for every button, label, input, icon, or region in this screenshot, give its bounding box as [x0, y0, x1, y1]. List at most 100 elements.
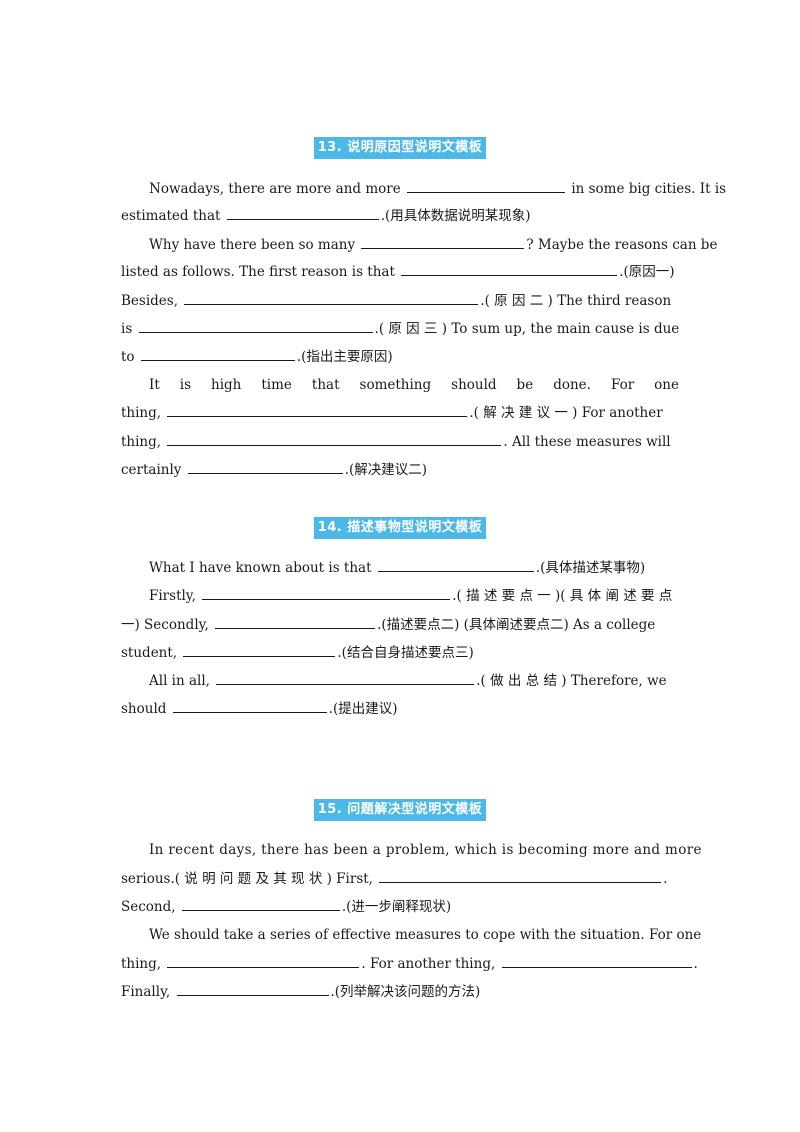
s14-l2-text-a: Firstly,	[149, 588, 196, 604]
s13-l2-text-b: .(用具体数据说明某现象)	[380, 208, 531, 224]
s14-line-6: should .(提出建议)	[121, 698, 679, 718]
s13-line-4: listed as follows. The first reason is t…	[121, 261, 679, 281]
s15-l6-text-b: .(列举解决该问题的方法)	[330, 984, 481, 1000]
s13-l3-text-a: Why have there been so many	[149, 237, 356, 253]
s15-l3-text-b: .(进一步阐释现状)	[341, 899, 452, 915]
s13-line-11: certainly .(解决建议二)	[121, 459, 679, 479]
word: high	[211, 377, 242, 393]
s13-line-9: thing, .( 解 决 建 议 一 ) For another	[121, 402, 679, 422]
s13-l6-text-a: is	[121, 321, 133, 337]
s13-l10-text-b: . All these measures will	[503, 434, 671, 450]
s13-line-8: It is high time that something should be…	[149, 375, 679, 395]
blank-field[interactable]	[184, 290, 479, 305]
blank-field[interactable]	[401, 261, 618, 276]
blank-field[interactable]	[216, 670, 475, 685]
s13-l11-text-b: .(解决建议二)	[344, 462, 428, 478]
s13-l9-text-b: .( 解 决 建 议 一 ) For another	[469, 405, 663, 421]
s15-l5-text-a: thing,	[121, 956, 162, 972]
s13-l4-text-b: .(原因一)	[619, 264, 675, 280]
s13-line-1: Nowadays, there are more and more in som…	[149, 178, 726, 198]
blank-field[interactable]	[140, 346, 295, 361]
blank-field[interactable]	[407, 178, 566, 193]
blank-field[interactable]	[202, 585, 451, 600]
s13-l5-text-a: Besides,	[121, 293, 179, 309]
section-15-title: 15. 问题解决型说明文模板	[313, 799, 487, 821]
s13-l9-text-a: thing,	[121, 405, 162, 421]
section-14-title: 14. 描述事物型说明文模板	[313, 517, 487, 539]
s15-l6-text-a: Finally,	[121, 984, 171, 1000]
s14-l4-text-b: .(结合自身描述要点三)	[337, 645, 474, 661]
word: something	[359, 377, 432, 393]
s13-line-5: Besides, .( 原 因 二 ) The third reason	[121, 290, 679, 310]
s15-line-4: We should take a series of effective mea…	[149, 925, 701, 945]
s13-l2-text-a: estimated that	[121, 208, 221, 224]
word: should	[451, 377, 497, 393]
s15-l2-text-b: .	[663, 871, 668, 887]
section-15-heading: 15. 问题解决型说明文模板	[0, 798, 800, 821]
blank-field[interactable]	[379, 868, 662, 883]
s15-line-5: thing, . For another thing, .	[121, 953, 698, 973]
s14-line-3: 一) Secondly, .(描述要点二) (具体阐述要点二) As a col…	[121, 614, 679, 634]
word: one	[654, 377, 679, 393]
s14-line-5: All in all, .( 做 出 总 结 ) Therefore, we	[149, 670, 679, 690]
s13-l5-text-b: .( 原 因 二 ) The third reason	[480, 293, 672, 309]
s13-line-3: Why have there been so many ? Maybe the …	[149, 234, 717, 254]
s14-l6-text-b: .(提出建议)	[328, 701, 398, 717]
word: that	[311, 377, 340, 393]
s14-l1-text-a: What I have known about is that	[149, 560, 372, 576]
s13-line-10: thing, . All these measures will	[121, 431, 679, 451]
word: It	[149, 377, 160, 393]
blank-field[interactable]	[377, 557, 534, 572]
s15-line-1: In recent days, there has been a problem…	[149, 840, 701, 860]
s14-l2-text-b: .( 描 述 要 点 一 )( 具 体 阐 述 要 点	[452, 588, 673, 604]
section-14-heading: 14. 描述事物型说明文模板	[0, 516, 800, 539]
word: be	[516, 377, 534, 393]
s13-l7-text-a: to	[121, 349, 135, 365]
s14-line-1: What I have known about is that .(具体描述某事…	[149, 557, 679, 577]
s13-l3-text-b: ? Maybe the reasons can be	[526, 237, 718, 253]
s15-l1-text: In recent days, there has been a problem…	[149, 842, 702, 858]
blank-field[interactable]	[501, 953, 692, 968]
s14-l4-text-a: student,	[121, 645, 178, 661]
s13-l6-text-b: .( 原 因 三 ) To sum up, the main cause is …	[374, 321, 680, 337]
word: done.	[553, 377, 591, 393]
s13-l1-text-a: Nowadays, there are more and more	[149, 181, 401, 197]
word: For	[610, 377, 635, 393]
blank-field[interactable]	[187, 459, 343, 474]
blank-field[interactable]	[167, 953, 360, 968]
s13-l10-text-a: thing,	[121, 434, 162, 450]
blank-field[interactable]	[226, 205, 379, 220]
s15-l3-text-a: Second,	[121, 899, 176, 915]
s15-l4-text: We should take a series of effective mea…	[149, 927, 702, 943]
s15-line-6: Finally, .(列举解决该问题的方法)	[121, 981, 679, 1001]
blank-field[interactable]	[183, 642, 336, 657]
s15-l2-text-a: serious.( 说 明 问 题 及 其 现 状 ) First,	[121, 871, 373, 887]
word: is	[179, 377, 192, 393]
s13-line-2: estimated that .(用具体数据说明某现象)	[121, 205, 679, 225]
section-13-title: 13. 说明原因型说明文模板	[313, 137, 487, 159]
blank-field[interactable]	[138, 318, 373, 333]
blank-field[interactable]	[215, 614, 376, 629]
section-13-heading: 13. 说明原因型说明文模板	[0, 136, 800, 159]
s14-l3-text-b: .(描述要点二) (具体阐述要点二) As a college	[377, 617, 656, 633]
blank-field[interactable]	[181, 896, 340, 911]
s15-line-2: serious.( 说 明 问 题 及 其 现 状 ) First, .	[121, 868, 679, 888]
word: time	[261, 377, 292, 393]
s13-line-7: to .(指出主要原因)	[121, 346, 679, 366]
s15-l5-text-c: .	[693, 956, 698, 972]
s14-l6-text-a: should	[121, 701, 167, 717]
blank-field[interactable]	[172, 698, 327, 713]
s13-l4-text-a: listed as follows. The first reason is t…	[121, 264, 395, 280]
s13-l7-text-b: .(指出主要原因)	[296, 349, 393, 365]
blank-field[interactable]	[167, 402, 468, 417]
s13-l11-text-a: certainly	[121, 462, 182, 478]
s14-line-2: Firstly, .( 描 述 要 点 一 )( 具 体 阐 述 要 点	[149, 585, 679, 605]
blank-field[interactable]	[361, 234, 525, 249]
s13-l1-text-b: in some big cities. It is	[571, 181, 727, 197]
blank-field[interactable]	[176, 981, 329, 996]
s14-l3-text-a: 一) Secondly,	[121, 617, 209, 633]
blank-field[interactable]	[167, 431, 502, 446]
s14-l5-text-a: All in all,	[149, 673, 210, 689]
s14-line-4: student, .(结合自身描述要点三)	[121, 642, 679, 662]
